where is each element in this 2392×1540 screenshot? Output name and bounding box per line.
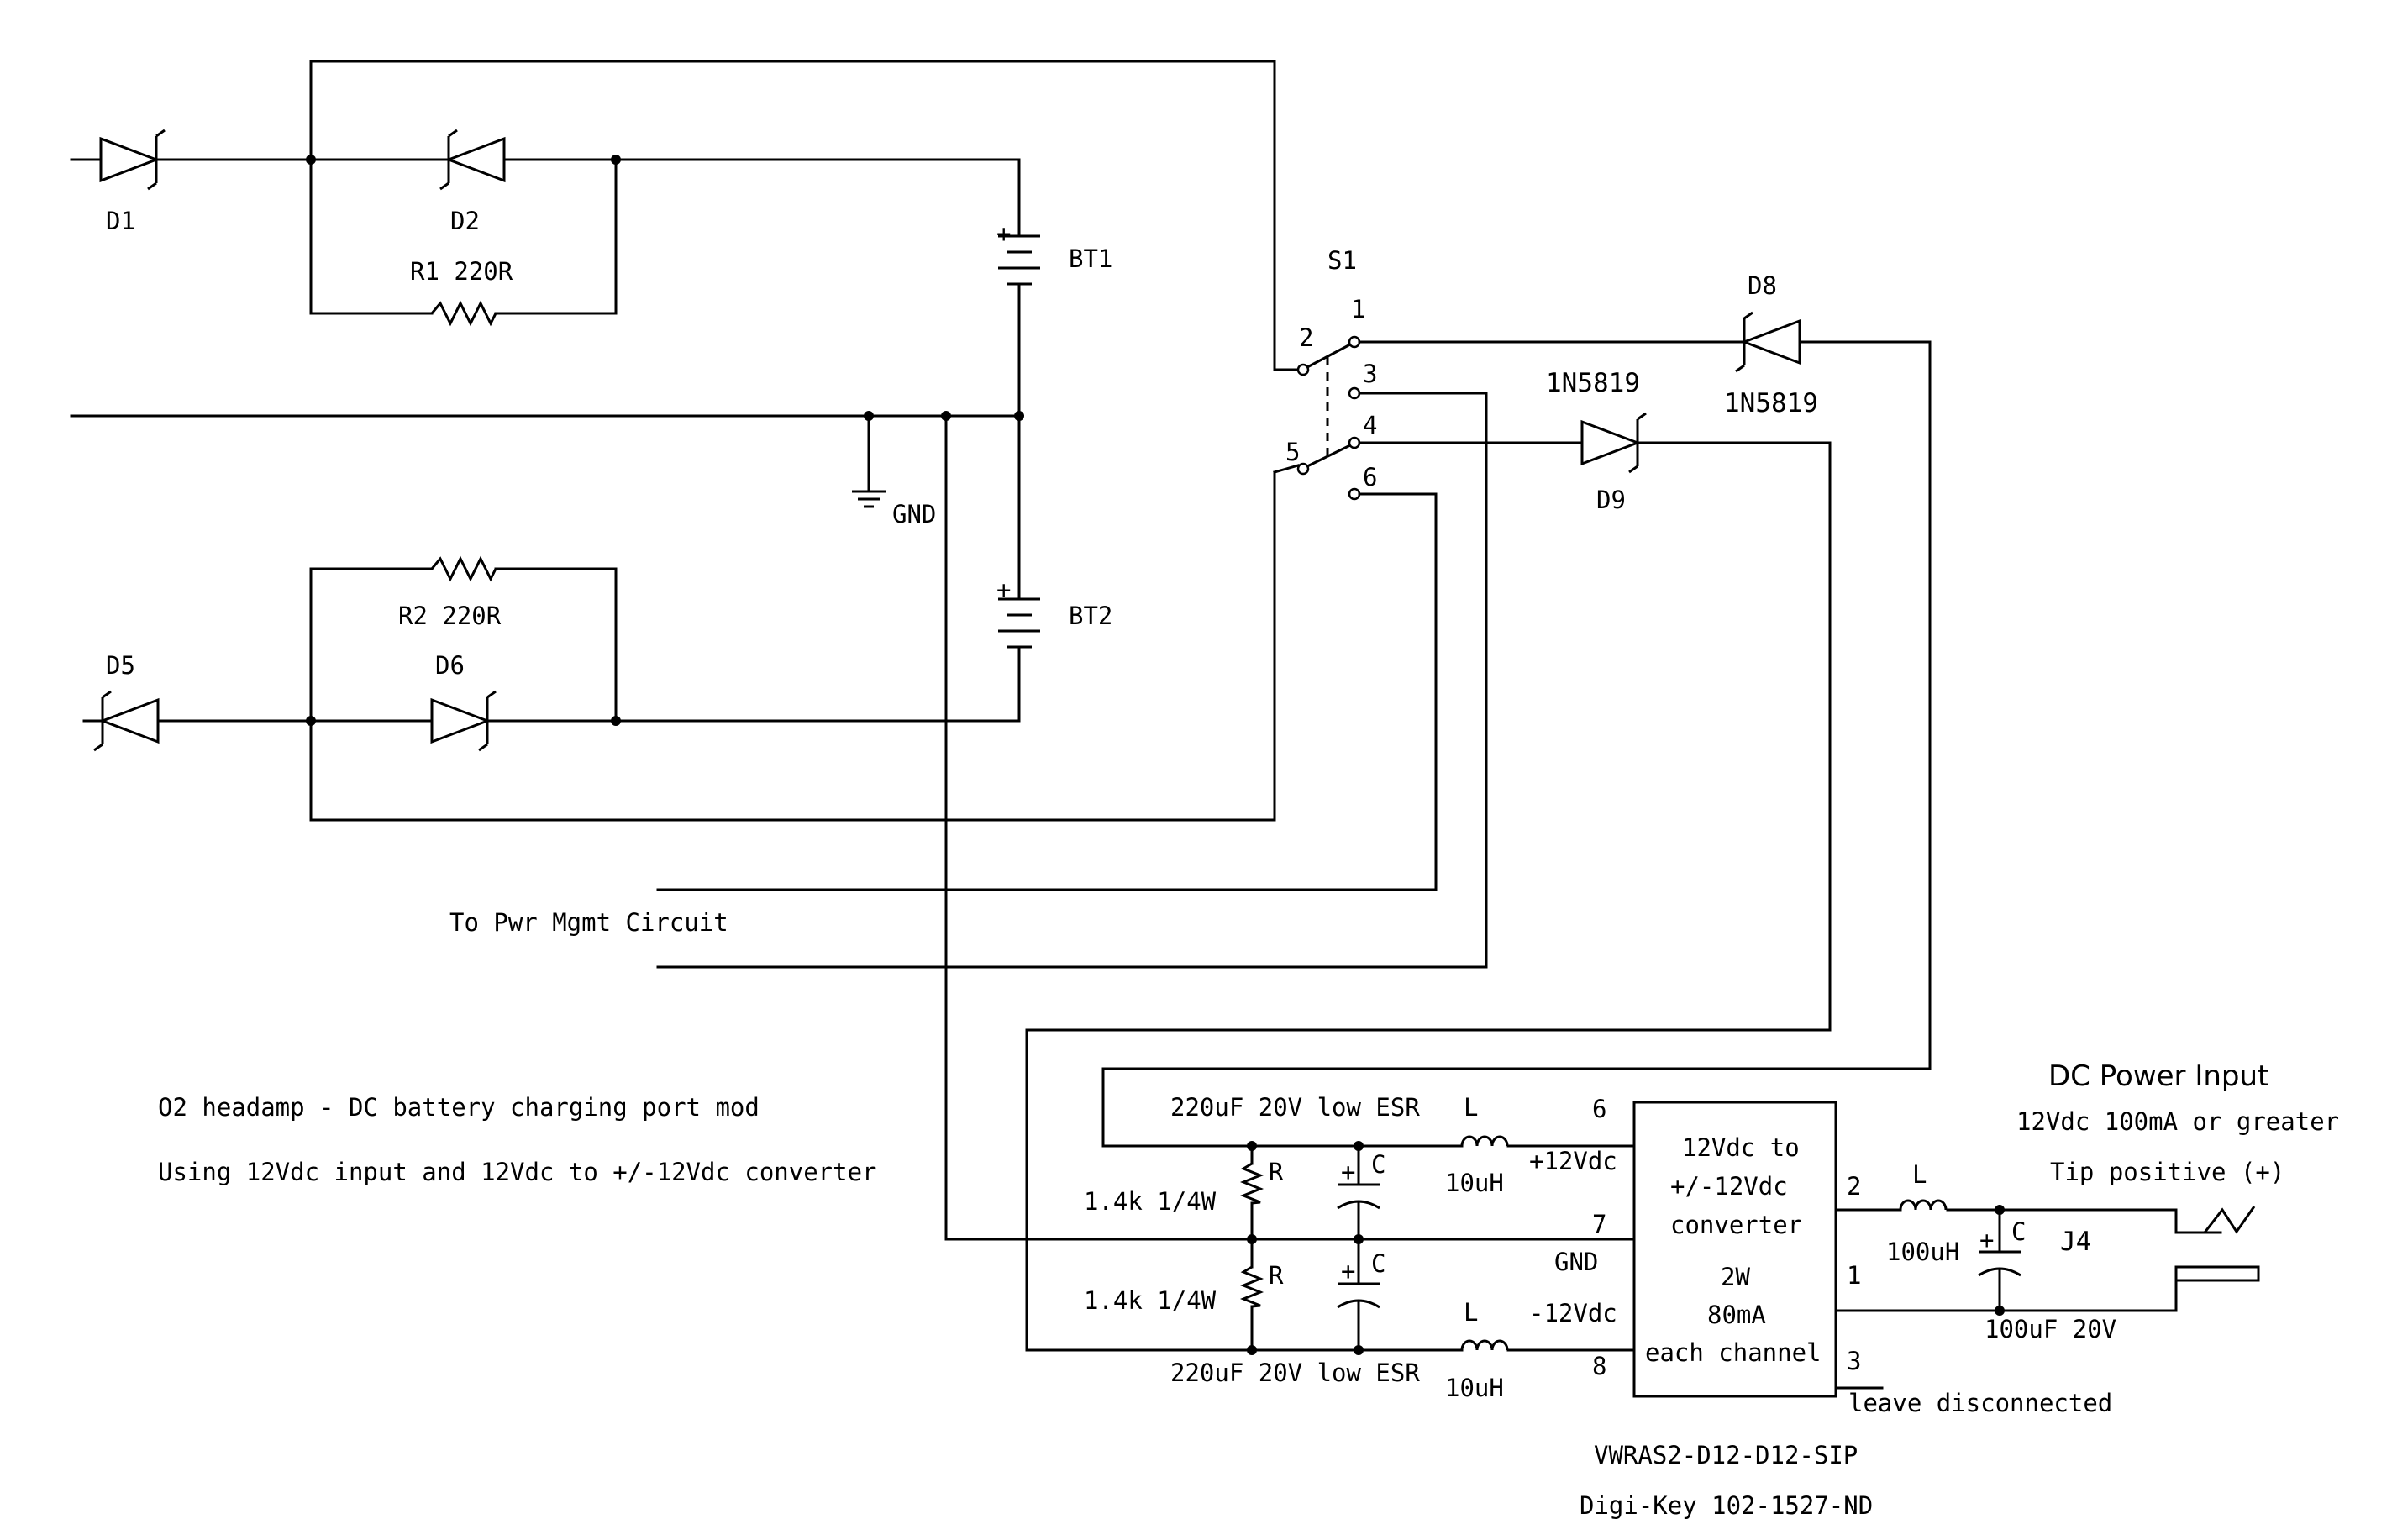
label-d2: D2 — [450, 207, 480, 235]
converter-part-number: VWRAS2-D12-D12-SIP — [1594, 1441, 1858, 1469]
converter-title-2: +/-12Vdc — [1670, 1172, 1788, 1201]
net-neg-12v: -12Vdc — [1529, 1299, 1617, 1327]
label-bt2: BT2 — [1069, 602, 1112, 630]
label-d8: D8 — [1748, 271, 1777, 300]
label-l-top: L — [1464, 1093, 1478, 1122]
value-l-top: 10uH — [1445, 1169, 1504, 1197]
value-l-bottom: 10uH — [1445, 1374, 1504, 1402]
label-bt1: BT1 — [1069, 244, 1112, 273]
converter-pin-8: 8 — [1592, 1352, 1606, 1380]
resistor-top: R 1.4k 1/4W — [1084, 1158, 1284, 1216]
value-r-bottom: 1.4k 1/4W — [1084, 1286, 1217, 1315]
label-gnd: GND — [892, 500, 936, 528]
description-2: Using 12Vdc input and 12Vdc to +/-12Vdc … — [158, 1158, 877, 1186]
wires-filter — [944, 1144, 1636, 1352]
label-c-input: C — [2011, 1217, 2026, 1246]
converter-digikey: Digi-Key 102-1527-ND — [1580, 1491, 1873, 1520]
converter-pin-3: 3 — [1847, 1347, 1861, 1375]
jack-j4: J4 — [2060, 1206, 2260, 1282]
diode-d5: D5 — [93, 651, 160, 752]
converter-pin-2: 2 — [1847, 1172, 1861, 1201]
battery-bt2: + BT2 — [996, 414, 1112, 723]
diode-d6: D6 — [430, 651, 497, 752]
label-l-bottom: L — [1464, 1298, 1478, 1327]
wires-s1-outputs — [656, 340, 1932, 1352]
converter-pin-1: 1 — [1847, 1261, 1861, 1290]
capacitor-top: + C 220uF 20V low ESR — [1170, 1093, 1420, 1210]
label-d9-part: 1N5819 — [1546, 368, 1640, 398]
diode-d2: D2 — [439, 129, 506, 235]
label-pwr-mgmt: To Pwr Mgmt Circuit — [449, 908, 728, 937]
label-d9: D9 — [1596, 486, 1626, 514]
bt2-plus-sign: + — [996, 576, 1011, 604]
label-d1: D1 — [106, 207, 135, 235]
converter-pin-3-note: leave disconnected — [1848, 1389, 2112, 1417]
c-input-plus-sign: + — [1979, 1226, 1994, 1254]
c-top-plus-sign: + — [1341, 1158, 1355, 1186]
label-c-top: C — [1371, 1150, 1385, 1179]
s1-pin-6: 6 — [1363, 463, 1377, 491]
inductor-top: L 10uH — [1445, 1093, 1509, 1197]
label-c-bottom: C — [1371, 1249, 1385, 1278]
converter-note: each channel — [1645, 1338, 1822, 1367]
value-l-input: 100uH — [1886, 1238, 1959, 1266]
value-r-top: 1.4k 1/4W — [1084, 1187, 1217, 1216]
label-s1: S1 — [1327, 246, 1357, 275]
wires-input — [1834, 1208, 2222, 1312]
s1-pin-4: 4 — [1363, 411, 1377, 439]
battery-bt1: + BT1 — [996, 158, 1112, 418]
converter-current: 80mA — [1707, 1301, 1766, 1329]
s1-pin-5: 5 — [1285, 438, 1300, 466]
wires-top — [70, 60, 1300, 371]
converter-pin-7: 7 — [1592, 1210, 1606, 1238]
switch-s1: S1 2 1 3 4 5 6 — [1285, 246, 1377, 501]
resistor-r2: R2 220R — [398, 555, 502, 630]
converter-power: 2W — [1721, 1263, 1750, 1291]
net-gnd: GND — [1554, 1248, 1598, 1276]
resistor-bottom: R 1.4k 1/4W — [1084, 1261, 1284, 1315]
label-r-bottom: R — [1269, 1261, 1284, 1290]
c-bottom-plus-sign: + — [1341, 1257, 1355, 1285]
inductor-input: L 100uH — [1886, 1160, 1959, 1266]
dc-input-spec: 12Vdc 100mA or greater — [2016, 1107, 2339, 1136]
net-pos-12v: +12Vdc — [1529, 1147, 1617, 1175]
converter-title-3: converter — [1670, 1211, 1802, 1239]
capacitor-input: + C 100uF 20V — [1978, 1217, 2116, 1343]
dc-input-title: DC Power Input — [2048, 1059, 2268, 1093]
label-r1: R1 220R — [410, 257, 513, 286]
label-l-input: L — [1912, 1160, 1927, 1189]
label-d5: D5 — [106, 651, 135, 680]
s1-pin-1: 1 — [1351, 295, 1365, 323]
capacitor-bottom: + C 220uF 20V low ESR — [1170, 1249, 1420, 1387]
ground-bus: GND — [70, 414, 1021, 1241]
diode-d1: D1 — [99, 129, 166, 235]
label-j4: J4 — [2060, 1227, 2091, 1257]
s1-pin-3: 3 — [1363, 360, 1377, 388]
description-1: O2 headamp - DC battery charging port mo… — [158, 1093, 760, 1122]
value-c-bottom: 220uF 20V low ESR — [1170, 1359, 1420, 1387]
converter-block: 12Vdc to +/-12Vdc converter 2W 80mA each… — [1529, 1095, 2112, 1520]
dc-input-polarity: Tip positive (+) — [2050, 1158, 2284, 1186]
inductor-bottom: L 10uH — [1445, 1298, 1509, 1402]
value-c-input: 100uF 20V — [1985, 1315, 2116, 1343]
converter-title: 12Vdc to — [1682, 1133, 1800, 1162]
label-r-top: R — [1269, 1158, 1284, 1186]
value-c-top: 220uF 20V low ESR — [1170, 1093, 1420, 1122]
label-d8-part: 1N5819 — [1724, 388, 1818, 418]
wires-bottom — [82, 464, 1300, 822]
label-d6: D6 — [435, 651, 465, 680]
s1-pin-2: 2 — [1299, 323, 1313, 352]
bt1-plus-sign: + — [996, 219, 1011, 248]
diode-d8: D8 1N5819 — [1724, 271, 1818, 418]
diode-d9: 1N5819 D9 — [1546, 368, 1647, 514]
resistor-r1: R1 220R — [410, 257, 513, 327]
converter-pin-6: 6 — [1592, 1095, 1606, 1123]
label-r2: R2 220R — [398, 602, 502, 630]
